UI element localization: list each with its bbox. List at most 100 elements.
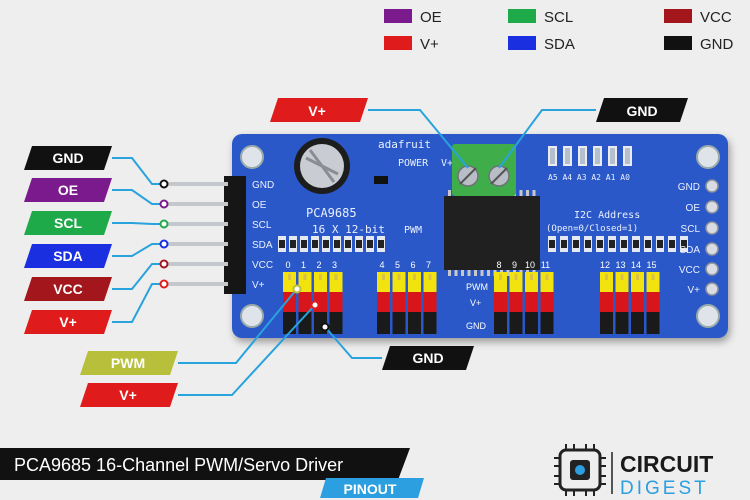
mounting-hole-top-left bbox=[240, 145, 264, 169]
channel-number: 9 bbox=[512, 260, 517, 270]
address-jumper-gap bbox=[610, 148, 615, 164]
header-pin bbox=[168, 202, 228, 206]
channel-number: 15 bbox=[646, 260, 656, 270]
left-label-scl: SCL bbox=[54, 215, 82, 231]
servo-pin-pwm bbox=[615, 272, 629, 292]
board-right-pin-text: SDA bbox=[679, 245, 700, 256]
channel-number: 0 bbox=[285, 260, 290, 270]
servo-pin-pwm bbox=[377, 272, 390, 292]
legend-swatch-vcc bbox=[664, 9, 692, 23]
address-jumpers bbox=[548, 146, 632, 166]
callout-wire-gnd bbox=[325, 327, 382, 359]
header-housing bbox=[224, 176, 246, 294]
callout-wire-left bbox=[112, 157, 162, 185]
servo-pin-vplus bbox=[423, 292, 437, 312]
address-jumper-gap bbox=[625, 148, 630, 164]
legend-swatch-gnd bbox=[664, 36, 692, 50]
servo-pin-gnd bbox=[392, 312, 406, 334]
servo-pin-tip bbox=[382, 274, 385, 280]
servo-pin-tip bbox=[620, 274, 624, 280]
mounting-hole-top-right bbox=[696, 145, 720, 169]
channel-number: 8 bbox=[496, 260, 501, 270]
channel-number: 14 bbox=[631, 260, 641, 270]
servo-pin-pwm bbox=[525, 272, 538, 292]
servo-pin-gnd bbox=[600, 312, 613, 334]
servo-pin-vplus bbox=[377, 292, 390, 312]
ic-leg bbox=[461, 270, 464, 276]
right-pin-pad bbox=[705, 242, 719, 256]
pin-end-marker bbox=[159, 239, 169, 249]
board-right-pin-text: V+ bbox=[687, 285, 700, 296]
smd-resistor-body bbox=[345, 240, 351, 248]
left-label-bg bbox=[24, 310, 112, 334]
top-labels: V+ GND bbox=[270, 98, 688, 122]
ic-leg bbox=[506, 270, 510, 276]
pin-end-marker bbox=[159, 279, 169, 289]
channel-number: 6 bbox=[410, 260, 415, 270]
smd-resistor-body bbox=[621, 240, 627, 248]
servo-pin-tip bbox=[636, 274, 639, 280]
channel-number: 3 bbox=[332, 260, 337, 270]
smd-resistor-body bbox=[323, 240, 329, 248]
channel-number: 10 bbox=[525, 260, 535, 270]
logo-line-circuit: CIRCUIT bbox=[620, 451, 713, 477]
bottom-label-pwm: PWM bbox=[111, 355, 145, 371]
legend-swatch-sda bbox=[508, 36, 536, 50]
board-power-label: POWER bbox=[398, 158, 429, 169]
servo-pin-tip bbox=[303, 274, 307, 280]
board-left-pin-text: SDA bbox=[252, 240, 273, 251]
callout-wire-left bbox=[112, 263, 162, 290]
right-pin-pad bbox=[705, 179, 719, 193]
servo-pin-tip bbox=[334, 274, 338, 280]
callout-wire-left bbox=[112, 222, 162, 225]
footer-title: PCA9685 16-Channel PWM/Servo Driver bbox=[14, 455, 343, 475]
bottom-labels: PWM V+ GND bbox=[80, 346, 474, 407]
servo-pin-vplus bbox=[525, 292, 538, 312]
ic-leg bbox=[474, 270, 477, 276]
board-left-pin-text: GND bbox=[252, 180, 274, 191]
top-label-vplus: V+ bbox=[308, 103, 326, 119]
smd-resistor-body bbox=[609, 240, 615, 248]
header-pin bbox=[168, 282, 228, 286]
smd-resistor-body bbox=[334, 240, 340, 248]
smd-resistor-body bbox=[585, 240, 591, 248]
mounting-hole-bottom-right bbox=[696, 304, 720, 328]
smd-resistor-body bbox=[597, 240, 603, 248]
right-pin-pad bbox=[705, 262, 719, 276]
smd-resistor-row bbox=[278, 236, 688, 252]
smd-resistor-body bbox=[549, 240, 555, 248]
top-label-vplus-bg bbox=[270, 98, 368, 122]
vplus-pin-marker bbox=[310, 300, 320, 310]
address-subtitle: (Open=0/Closed=1) bbox=[546, 224, 638, 234]
servo-pin-vplus bbox=[631, 292, 644, 312]
callout-wire-pwm bbox=[178, 289, 297, 364]
board-right-pin-text: GND bbox=[678, 182, 700, 193]
smd-resistor-body bbox=[573, 240, 579, 248]
capacitor-vent-icon bbox=[305, 149, 339, 183]
board-right-pin-text: VCC bbox=[679, 265, 700, 276]
servo-pin-tip bbox=[545, 274, 549, 280]
ic-leg bbox=[448, 190, 451, 196]
servo-pin-tip bbox=[428, 274, 432, 280]
smd-resistor-body bbox=[561, 240, 567, 248]
board-details: adafruit POWER V+ PCA9685 16 X 12-bit PW… bbox=[168, 138, 720, 334]
board-resolution: 16 X 12-bit bbox=[312, 223, 385, 236]
smd-resistor-body bbox=[633, 240, 639, 248]
board-vplus-label: V+ bbox=[441, 158, 453, 169]
channel-number: 13 bbox=[615, 260, 625, 270]
left-label-bg bbox=[24, 211, 112, 235]
header-pin bbox=[168, 182, 228, 186]
ic-leg bbox=[526, 190, 529, 196]
servo-pin-gnd bbox=[509, 312, 523, 334]
servo-pin-gnd bbox=[283, 312, 296, 334]
servo-pin-pwm bbox=[631, 272, 644, 292]
servo-pin-pwm bbox=[423, 272, 437, 292]
right-pin-pad bbox=[705, 221, 719, 235]
servo-pin-tip bbox=[397, 274, 401, 280]
servo-pin-pwm bbox=[494, 272, 507, 292]
channel-number: 5 bbox=[395, 260, 400, 270]
right-pin-pads bbox=[705, 179, 719, 296]
servo-pin-gnd bbox=[615, 312, 629, 334]
